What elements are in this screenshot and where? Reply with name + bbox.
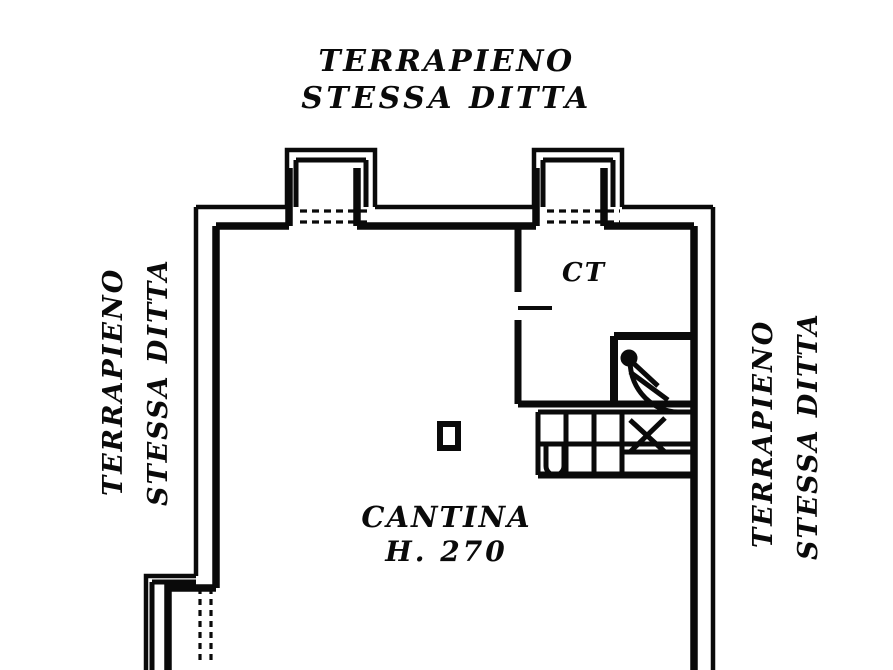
stair-newel-post-top [620,349,638,367]
label-terrapieno-top-line1: TERRAPIENO [318,44,575,79]
label-cantina-name: CANTINA [361,500,532,534]
bay-window-top-left-sill [300,209,372,224]
bay-window-bottom-left [149,579,196,670]
stair-treads-upper [563,412,625,444]
bay-window-top-right-sill [547,209,620,224]
stair-stringer [535,409,694,475]
interior-wall-ct [514,226,694,408]
bay-window-top-left [293,157,369,207]
label-ct-room: CT [562,258,607,288]
stair-winder-treads [622,416,694,455]
stair-treads-lower [563,444,625,475]
label-terrapieno-left: TERRAPIENO STESSA DITTA [70,196,190,516]
column-pillar [437,421,461,451]
label-cantina: CANTINA H. 270 [0,500,893,570]
label-terrapieno-top-line2: STESSA DITTA [301,80,592,116]
stair-enclosure-wall [610,332,694,404]
inner-wall-outline [164,168,698,670]
bay-window-top-right [540,157,616,207]
stair-newel-post-bottom [543,444,567,478]
label-terrapieno-left-line1: TERRAPIENO [98,267,129,496]
label-terrapieno-left-line2: STESSA DITTA [143,258,174,506]
bay-window-bottom-left-sill [198,588,213,660]
label-cantina-height: H. 270 [385,535,508,569]
label-terrapieno-top: TERRAPIENO STESSA DITTA [0,44,893,117]
